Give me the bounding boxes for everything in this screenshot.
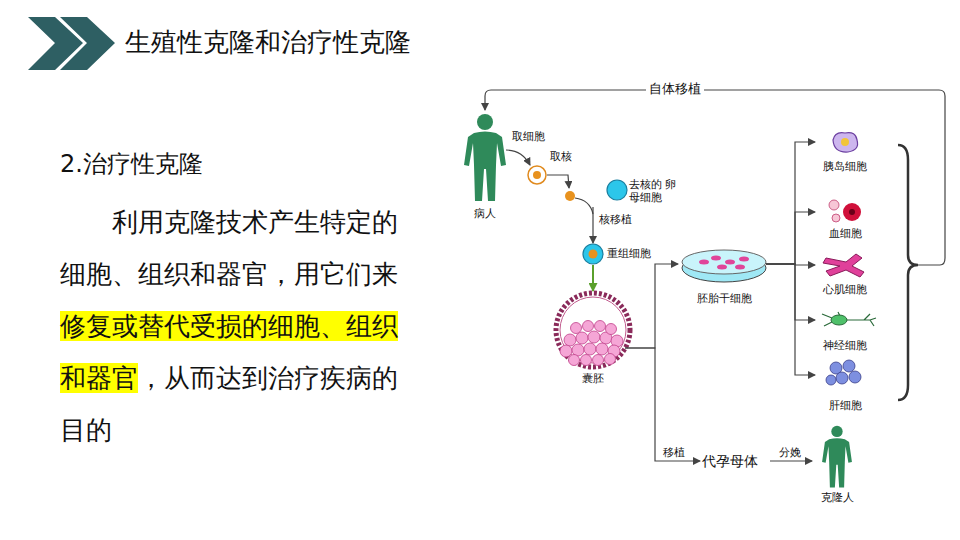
- islet-cell-icon: [833, 133, 858, 152]
- node-label: 代孕母体: [702, 453, 758, 470]
- take-nucleus-arrow: [547, 175, 569, 188]
- recombined-nucleus: [589, 250, 598, 259]
- take-cell-arrow: [506, 150, 530, 165]
- connector: [592, 265, 594, 291]
- islet-nucleus: [841, 138, 849, 146]
- node-label: 病人: [474, 207, 496, 220]
- arrow-label: 自体移植: [646, 81, 704, 97]
- diagram-node: 克隆人: [812, 424, 862, 504]
- blood-cell-icon: [832, 214, 840, 222]
- neuron-body: [831, 315, 847, 325]
- edge-label: 分娩: [778, 446, 802, 459]
- body-paragraph: 利用克隆技术产生特定的细胞、组织和器官，用它们来修复或替代受损的细胞、组织和器官…: [60, 196, 416, 456]
- body-cell: [528, 166, 546, 184]
- blood-cell-icon: [843, 203, 861, 221]
- egg-cell: [607, 180, 627, 200]
- node-label: 胚胎干细胞: [697, 292, 752, 305]
- step-label: 取细胞: [512, 130, 545, 143]
- node-label: 克隆人: [821, 491, 854, 504]
- node-label: 胰岛细胞: [823, 160, 867, 173]
- inner-cell-mass: [560, 321, 623, 366]
- node-label: 神经细胞: [823, 339, 867, 352]
- petri-dish-top: [682, 250, 766, 274]
- connector: [766, 212, 815, 264]
- edge-label: 移植: [662, 446, 686, 459]
- blastocyst-inner: [560, 297, 626, 363]
- diagram-node: 重组细胞: [582, 243, 662, 265]
- heart-muscle-icon: [823, 254, 864, 277]
- node-label: 肝细胞: [829, 399, 862, 412]
- section-heading: 2.治疗性克隆: [60, 150, 203, 179]
- blood-cell-icon: [829, 200, 839, 210]
- diagram-node: 代孕母体: [700, 451, 770, 471]
- diagram-node: 肝细胞: [815, 358, 875, 412]
- node-label: 血细胞: [829, 227, 862, 240]
- connector: [766, 264, 815, 375]
- body-cell-nucleus: [533, 171, 541, 179]
- diagram-node: 病人: [455, 112, 515, 220]
- header-chevron: [60, 17, 115, 70]
- recombined-cell: [583, 244, 603, 264]
- autograft-line: [485, 90, 945, 265]
- clone-figure: [822, 426, 852, 488]
- diagram-node: 去核的 卵母细胞: [606, 176, 686, 206]
- blood-cell-nucleus: [849, 209, 855, 215]
- liver-cell-icon: [826, 360, 861, 385]
- diagram-node: 心肌细胞: [815, 250, 875, 296]
- diagram-node: 神经细胞: [815, 306, 875, 352]
- diagram-node: 胰岛细胞: [815, 130, 875, 173]
- connector: [766, 264, 815, 320]
- patient-figure: [464, 114, 506, 201]
- connector: [625, 348, 700, 461]
- node-label: 去核的 卵母细胞: [629, 178, 679, 204]
- connector: [625, 264, 678, 348]
- diagram-node: 囊胚: [553, 290, 633, 385]
- diagram-node: 血细胞: [815, 196, 875, 240]
- node-label: 囊胚: [582, 372, 604, 385]
- edge-label: 核移植: [598, 213, 633, 226]
- node-label: 重组细胞: [607, 247, 651, 260]
- blastocyst: [556, 293, 630, 367]
- connector: [770, 460, 812, 461]
- stem-cells: [699, 256, 749, 270]
- brace: [898, 145, 918, 400]
- step-label: 取核: [550, 150, 572, 163]
- nucleus-line: [575, 198, 593, 214]
- connector: [592, 207, 593, 243]
- neuron-icon: [822, 312, 876, 326]
- body-text: 利用克隆技术产生特定的细胞、组织和器官，用它们来: [60, 207, 398, 289]
- diagram-node: 胚胎干细胞: [678, 243, 770, 305]
- node-label: 心肌细胞: [823, 283, 867, 296]
- slide-title: 生殖性克隆和治疗性克隆: [125, 27, 411, 58]
- connector: [766, 142, 815, 264]
- nucleus: [565, 191, 575, 201]
